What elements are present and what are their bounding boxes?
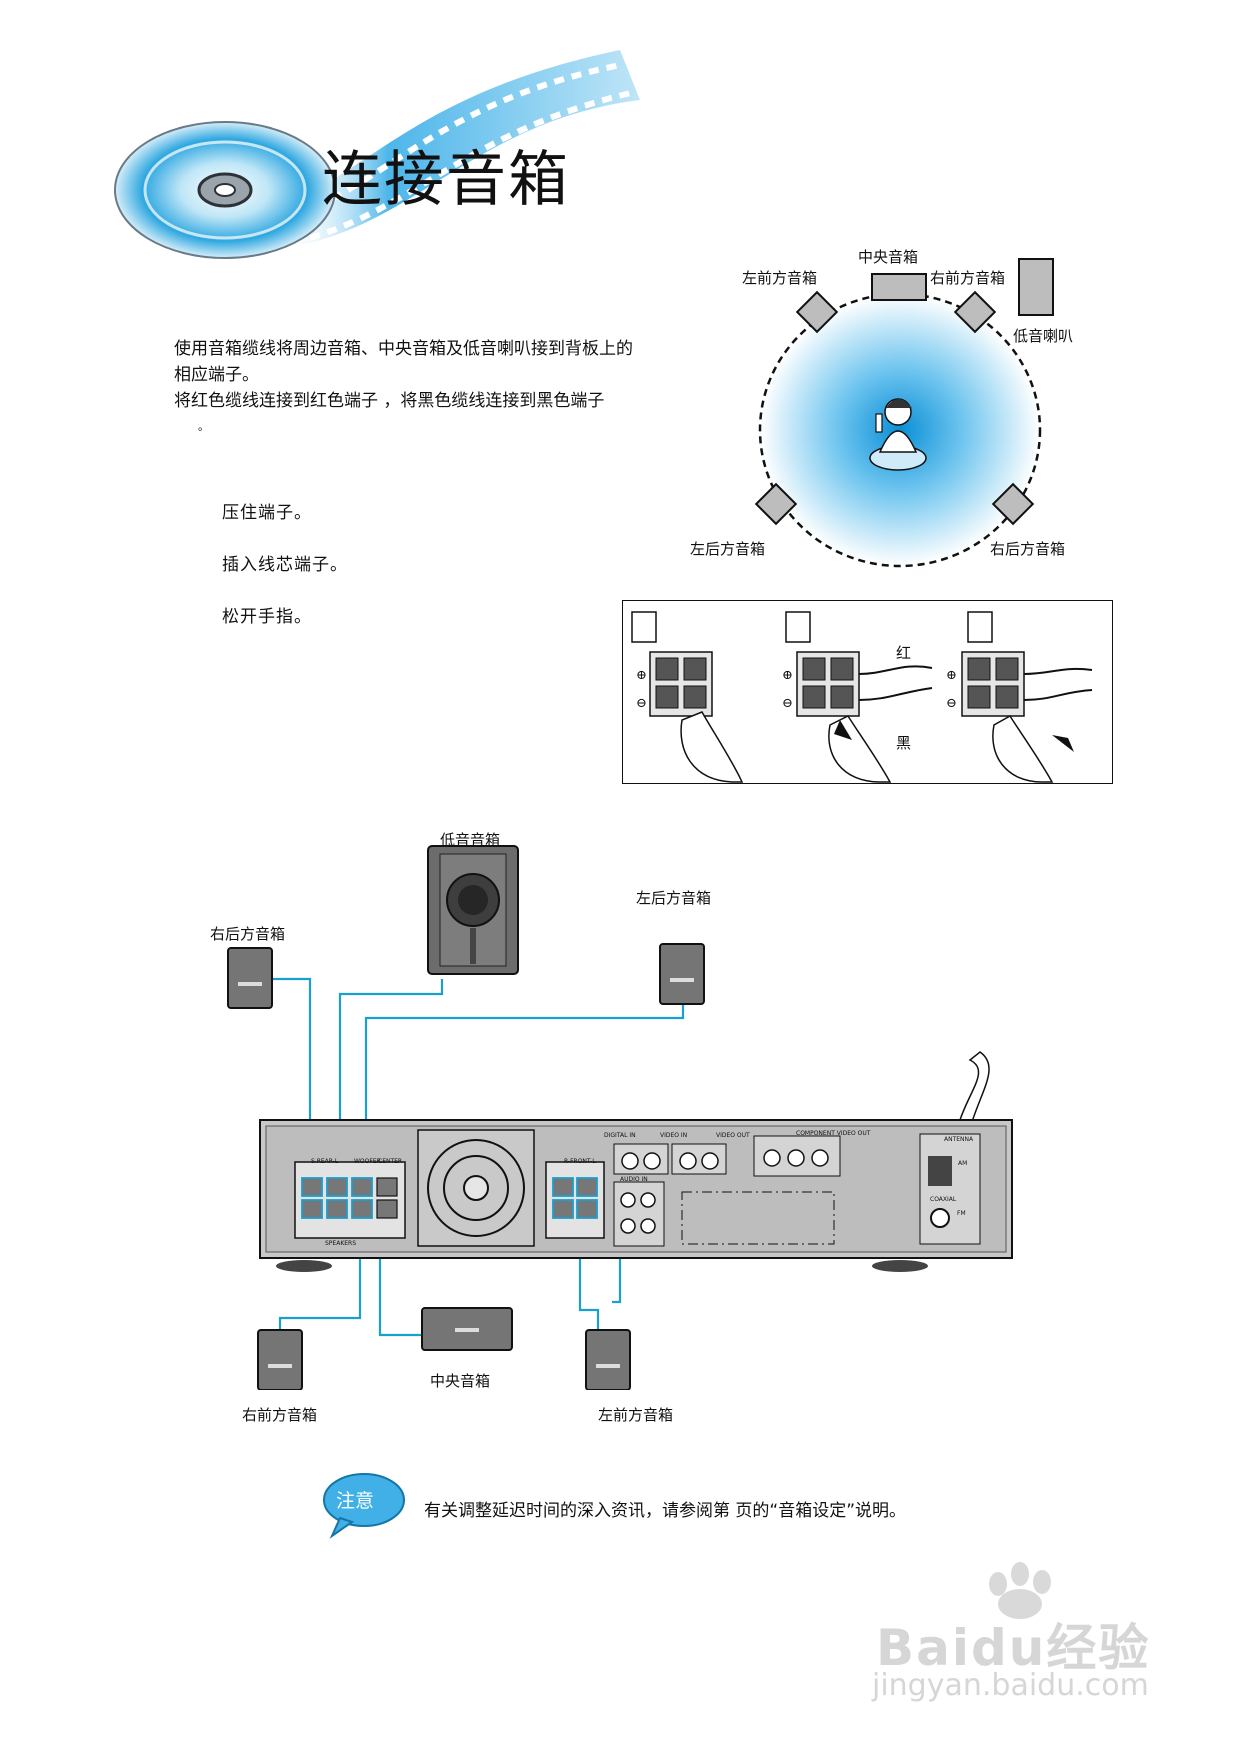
panel-label-antenna: ANTENNA xyxy=(944,1136,974,1143)
front-right-speaker-icon xyxy=(953,290,997,334)
center-speaker-icon xyxy=(871,273,927,301)
receiver-back-panel xyxy=(259,1051,1013,1272)
panel-label-fm: FM xyxy=(957,1210,966,1217)
note-badge-icon xyxy=(323,1473,405,1539)
rear-left-speaker xyxy=(659,943,705,1005)
intro-line: 相应端子。 xyxy=(174,365,259,385)
release-arrow-icon xyxy=(1052,735,1074,752)
panel-label-surround: S.REAR-L xyxy=(311,1158,339,1165)
panel-label-video-out: VIDEO OUT xyxy=(716,1132,750,1139)
step-item: 压住端子。 xyxy=(222,503,312,523)
wiring-label-subwoofer: 低音音箱 xyxy=(440,831,501,849)
center-speaker xyxy=(421,1307,513,1351)
layout-label-subwoofer: 低音喇叭 xyxy=(1013,327,1074,345)
listener-icon xyxy=(869,398,927,471)
subwoofer-unit xyxy=(427,845,519,975)
press-arrow-icon xyxy=(834,720,852,740)
intro-line: 使用音箱缆线将周边音箱、中央音箱及低音喇叭接到背板上的 xyxy=(174,339,633,359)
front-left-speaker-icon xyxy=(795,290,839,334)
listening-room xyxy=(758,292,1042,568)
note-badge: 注意 xyxy=(336,1490,375,1512)
subwoofer-icon xyxy=(1018,258,1054,316)
step-list: 压住端子。 插入线芯端子。 松开手指。 xyxy=(222,498,348,654)
intro-line: 将红色缆线连接到红色端子 ，将黑色缆线连接到黑色端子 xyxy=(174,391,605,411)
panel-label-center: CENTER xyxy=(378,1158,403,1165)
paw-logo-icon xyxy=(989,1562,1051,1619)
watermark-brand: Baidu经验 xyxy=(876,1619,1151,1677)
black-label: 黑 xyxy=(896,734,912,752)
plus-symbol: ⊕ xyxy=(636,668,647,683)
intro-paragraph: 使用音箱缆线将周边音箱、中央音箱及低音喇叭接到背板上的 相应端子。 将红色缆线连… xyxy=(174,336,694,440)
terminal-steps-illustration xyxy=(631,611,1093,783)
panel-label-digital-in: DIGITAL IN xyxy=(604,1132,636,1139)
panel-label-front: R-FRONT-L xyxy=(564,1158,596,1165)
panel-label-woofer: WOOFER xyxy=(354,1158,381,1165)
panel-label-audio-in: AUDIO IN xyxy=(620,1176,648,1183)
minus-symbol: ⊖ xyxy=(946,696,957,711)
wiring-diagram xyxy=(227,845,1013,1390)
terminal-steps-box xyxy=(622,600,1113,784)
terminal-block xyxy=(961,651,1025,717)
wiring-label-front-right: 右前方音箱 xyxy=(242,1406,318,1424)
layout-label-rear-right: 右后方音箱 xyxy=(990,540,1066,558)
step-number-box xyxy=(631,611,657,643)
finger-icon xyxy=(992,714,1054,783)
red-wire xyxy=(858,665,933,675)
red-label: 红 xyxy=(896,644,912,662)
panel-label-video-in: VIDEO IN xyxy=(660,1132,688,1139)
panel-label-am: AM xyxy=(958,1160,968,1167)
disc-banner-illustration xyxy=(114,50,640,259)
minus-symbol: ⊖ xyxy=(782,696,793,711)
plus-symbol: ⊕ xyxy=(946,668,957,683)
step-number-box xyxy=(967,611,993,643)
finger-icon xyxy=(680,711,744,783)
front-right-speaker xyxy=(257,1329,303,1390)
speaker-layout-diagram xyxy=(754,258,1054,568)
layout-label-rear-left: 左后方音箱 xyxy=(690,540,766,558)
rear-right-speaker-icon xyxy=(991,482,1035,526)
terminal-block xyxy=(796,651,860,717)
step-item: 插入线芯端子。 xyxy=(222,555,348,575)
wiring-label-front-left: 左前方音箱 xyxy=(598,1406,674,1424)
wiring-label-rear-left: 左后方音箱 xyxy=(636,889,712,907)
black-wire xyxy=(1023,689,1093,701)
layout-label-front-left: 左前方音箱 xyxy=(742,269,818,287)
panel-label-component: COMPONENT VIDEO OUT xyxy=(796,1130,871,1137)
wiring-label-center: 中央音箱 xyxy=(430,1372,491,1390)
black-wire xyxy=(858,687,933,701)
step-item: 松开手指。 xyxy=(222,607,312,627)
plus-symbol: ⊕ xyxy=(782,668,793,683)
panel-label-speakers: SPEAKERS xyxy=(325,1240,357,1247)
step-number-box xyxy=(785,611,811,643)
rear-right-speaker xyxy=(227,947,273,1009)
intro-line: 。 xyxy=(198,420,209,433)
page-title: 连接音箱 xyxy=(322,145,570,215)
note-text: 有关调整延迟时间的深入资讯，请参阅第 页的“音箱设定”说明。 xyxy=(424,1501,907,1521)
panel-label-coaxial: COAXIAL xyxy=(930,1196,957,1203)
terminal-block xyxy=(649,651,713,717)
minus-symbol: ⊖ xyxy=(636,696,647,711)
front-left-speaker xyxy=(585,1329,631,1390)
watermark-url: jingyan.baidu.com xyxy=(872,1668,1149,1703)
wiring-label-rear-right: 右后方音箱 xyxy=(210,925,286,943)
layout-label-center: 中央音箱 xyxy=(858,248,919,266)
layout-label-front-right: 右前方音箱 xyxy=(930,269,1006,287)
rear-left-speaker-icon xyxy=(754,482,798,526)
red-wire xyxy=(1023,667,1093,675)
